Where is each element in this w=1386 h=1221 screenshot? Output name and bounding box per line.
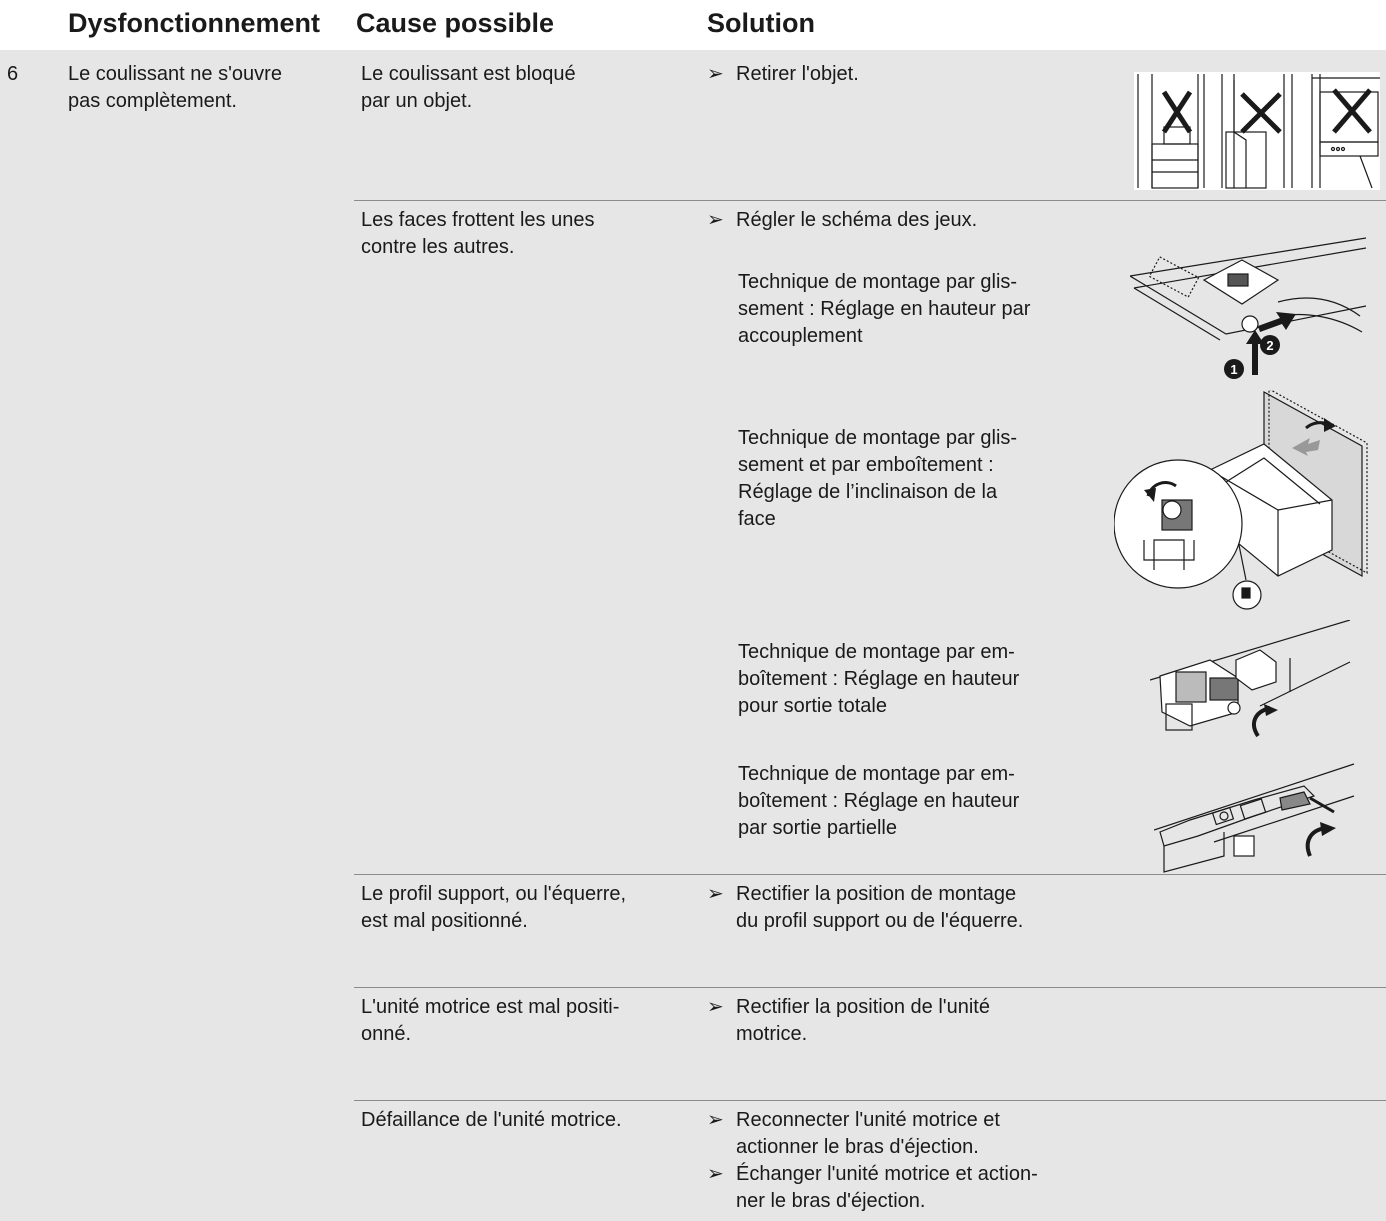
solution-text: Régler le schéma des jeux. <box>736 209 978 231</box>
arrow-bullet-icon: ➢ <box>707 996 724 1018</box>
malfunction-text: Le coulissant ne s'ouvre pas complètemen… <box>68 63 282 112</box>
blocked-drawer-illustration <box>1134 72 1380 190</box>
arrow-bullet-icon: ➢ <box>707 209 724 231</box>
coupling-adjustment-illustration: 1 2 <box>1130 236 1370 386</box>
header-malfunction: Dysfonctionnement <box>68 8 321 38</box>
arrow-bullet-icon: ➢ <box>707 63 724 85</box>
table-body <box>0 50 1386 1221</box>
full-extension-adjustment-illustration <box>1150 620 1354 748</box>
technique-text: Technique de montage par glis- sement et… <box>738 427 1018 530</box>
technique-text: Technique de montage par glis- sement : … <box>738 271 1031 347</box>
inclination-adjustment-illustration <box>1114 390 1370 612</box>
cause-text: Le profil support, ou l'équerre, est mal… <box>361 883 627 932</box>
row-divider <box>354 200 1386 201</box>
header-solution: Solution <box>707 8 815 38</box>
solution-text: Rectifier la position de montage du prof… <box>736 883 1024 932</box>
cause-text: L'unité motrice est mal positi- onné. <box>361 996 620 1045</box>
partial-extension-adjustment-illustration <box>1154 762 1374 880</box>
cause-text: Le coulissant est bloqué par un objet. <box>361 63 576 112</box>
step-one-label: 1 <box>1230 362 1237 377</box>
table-header: Dysfonctionnement Cause possible Solutio… <box>0 0 1386 50</box>
arrow-bullet-icon: ➢ <box>707 883 724 905</box>
technique-text: Technique de montage par em- boîtement :… <box>738 763 1020 839</box>
header-cause: Cause possible <box>356 8 555 38</box>
solution-text: Retirer l'objet. <box>736 63 859 85</box>
arrow-bullet-icon: ➢ <box>707 1109 724 1131</box>
solution-text: Rectifier la position de l'unité motrice… <box>736 996 990 1045</box>
step-two-label: 2 <box>1266 338 1273 353</box>
cause-text: Les faces frottent les unes contre les a… <box>361 209 595 258</box>
row-divider <box>354 987 1386 988</box>
technique-text: Technique de montage par em- boîtement :… <box>738 641 1020 717</box>
solution-text: Reconnecter l'unité motrice et actionner… <box>736 1109 1000 1158</box>
row-divider <box>354 1100 1386 1101</box>
row-number: 6 <box>7 63 19 85</box>
solution-text: Échanger l'unité motrice et action- ner … <box>736 1163 1038 1212</box>
row-divider <box>354 874 1386 875</box>
arrow-bullet-icon: ➢ <box>707 1163 724 1185</box>
cause-text: Défaillance de l'unité motrice. <box>361 1109 622 1131</box>
